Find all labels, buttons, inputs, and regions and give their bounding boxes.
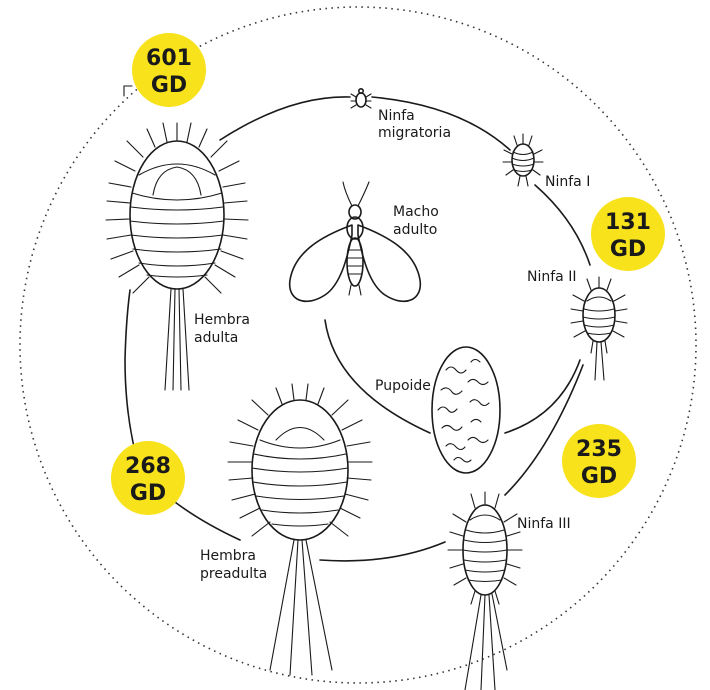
label-nymph-1: Ninfa I: [545, 174, 590, 190]
degree-day-unit: GD: [151, 73, 187, 98]
label-female-adult: Hembra adulta: [194, 312, 254, 346]
degree-day-unit: GD: [130, 481, 166, 506]
nymph-3-illustration: [448, 492, 522, 690]
degree-day-badge: 235 GD: [562, 424, 636, 498]
degree-day-value: 268: [125, 454, 171, 479]
label-male-adult: Macho adulto: [393, 204, 443, 238]
pupoid-illustration: [432, 347, 500, 473]
outer-dotted-circle: [20, 7, 696, 683]
degree-day-value: 235: [576, 437, 622, 462]
label-female-preadult: Hembra preadulta: [200, 548, 267, 582]
female-adult-illustration: [106, 123, 248, 390]
degree-day-value: 131: [605, 210, 651, 235]
female-preadult-illustration: [228, 384, 372, 675]
migratory-nymph-illustration: [351, 89, 371, 108]
label-female-adult-word1: Hembra: [194, 312, 250, 328]
label-female-preadult-word2: preadulta: [200, 566, 267, 582]
degree-day-badge: 131 GD: [591, 197, 665, 271]
label-nymph-migratory-word2: migratoria: [378, 125, 451, 141]
degree-day-badge: 601 GD: [132, 33, 206, 107]
label-nymph-3: Ninfa III: [517, 516, 571, 532]
label-pupoid: Pupoide: [375, 378, 431, 394]
degree-day-value: 601: [146, 46, 192, 71]
degree-day-unit: GD: [610, 237, 646, 262]
label-female-preadult-word1: Hembra: [200, 548, 256, 564]
nymph-1-illustration: [503, 134, 543, 186]
label-nymph-2: Ninfa II: [527, 269, 576, 285]
male-adult-illustration: [290, 182, 421, 301]
label-male-adult-word2: adulto: [393, 222, 437, 238]
degree-day-unit: GD: [581, 464, 617, 489]
degree-day-badge: 268 GD: [111, 441, 185, 515]
label-nymph-migratory: Ninfa migratoria: [378, 108, 451, 141]
label-female-adult-word2: adulta: [194, 330, 238, 346]
nymph-2-illustration: [571, 277, 627, 380]
label-nymph-migratory-word1: Ninfa: [378, 108, 415, 124]
label-male-adult-word1: Macho: [393, 204, 439, 220]
